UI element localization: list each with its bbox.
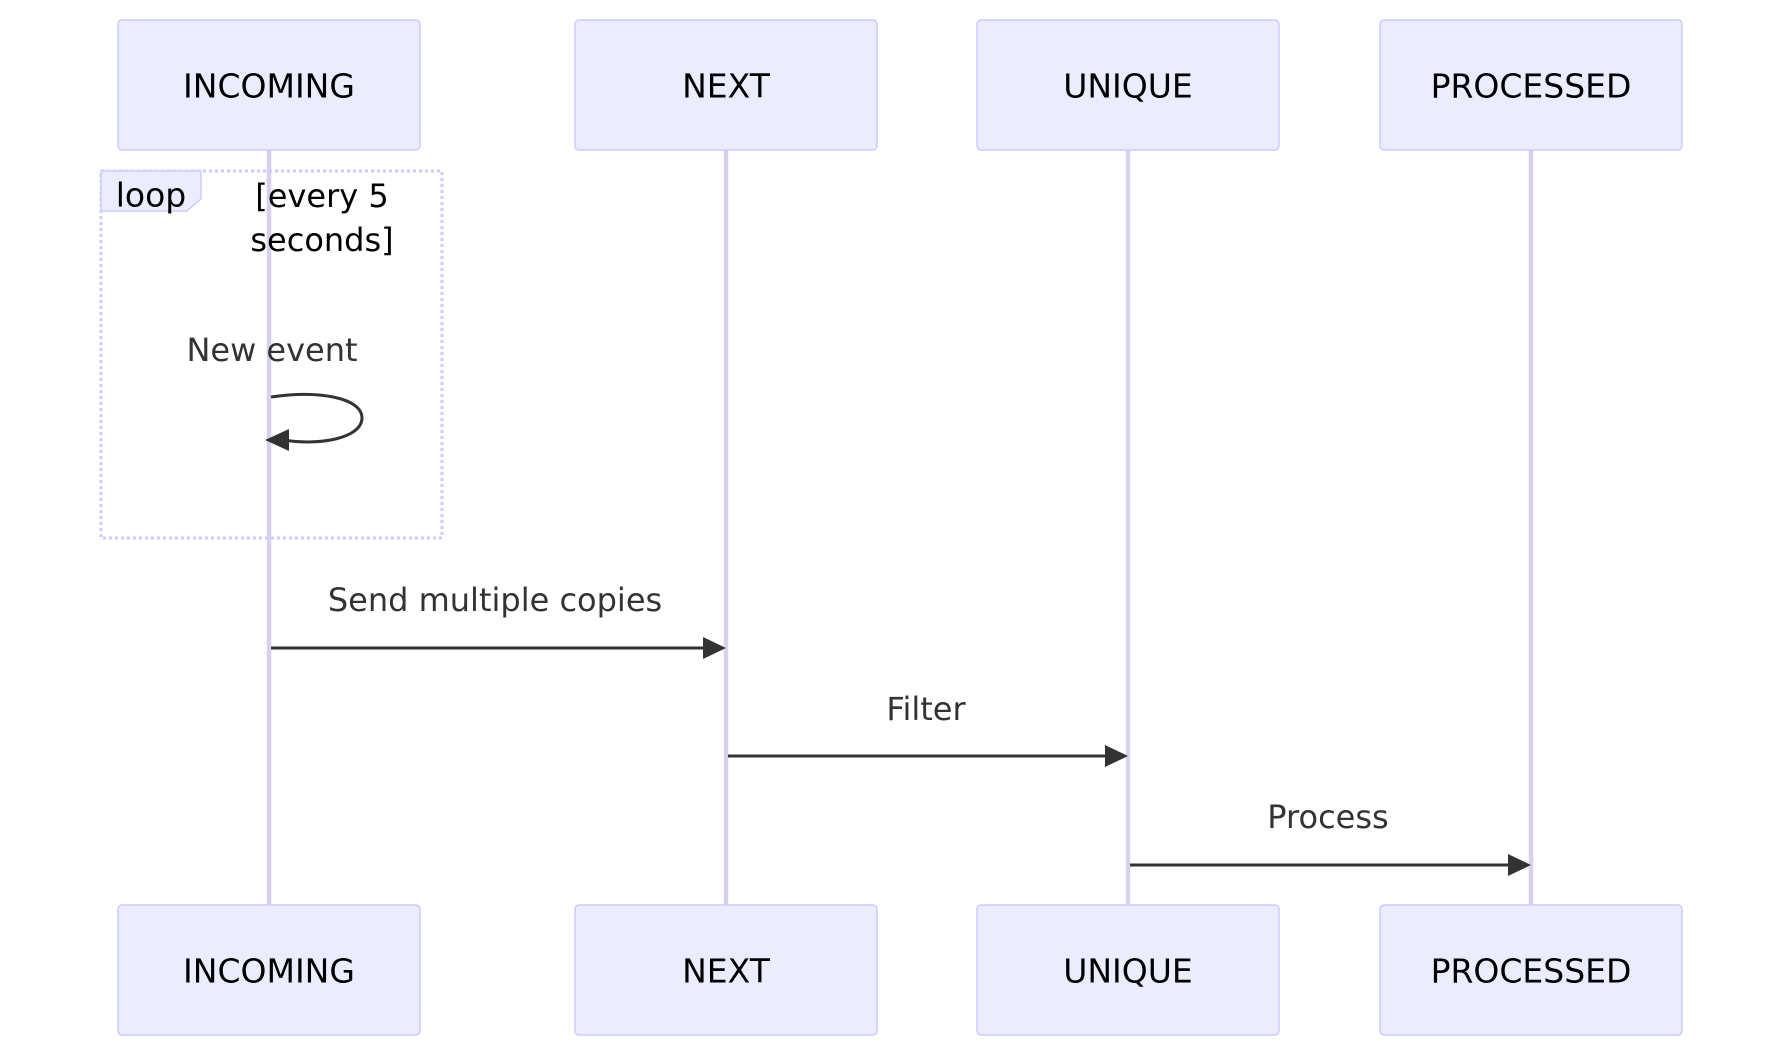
message-filter: Filter (728, 690, 1128, 767)
loop-condition-line1: [every 5 (255, 177, 388, 215)
actor-bottom-incoming-label: INCOMING (183, 952, 355, 991)
actor-bottom-next-label: NEXT (682, 952, 771, 991)
message-new-event-label: New event (186, 331, 357, 369)
message-send-multiple-copies: Send multiple copies (271, 581, 726, 659)
actor-top-processed-label: PROCESSED (1431, 67, 1632, 106)
actor-bottom-unique-label: UNIQUE (1063, 952, 1193, 991)
actor-bottom-unique: UNIQUE (976, 904, 1280, 1036)
actor-top-incoming: INCOMING (117, 19, 421, 151)
message-new-event: New event (186, 331, 364, 451)
message-filter-arrowhead (1105, 745, 1128, 767)
actor-bottom-next: NEXT (574, 904, 878, 1036)
actor-top-unique-label: UNIQUE (1063, 67, 1193, 106)
actor-top-incoming-label: INCOMING (183, 67, 355, 106)
message-new-event-loop (270, 393, 364, 444)
actor-top-unique: UNIQUE (976, 19, 1280, 151)
loop-frame (99, 169, 444, 540)
actor-bottom-processed-label: PROCESSED (1431, 952, 1632, 991)
actor-top-next-label: NEXT (682, 67, 771, 106)
actor-bottom-incoming: INCOMING (117, 904, 421, 1036)
message-send-multiple-copies-arrowhead (703, 637, 726, 659)
message-filter-label: Filter (886, 690, 966, 728)
loop-block: loop [every 5 seconds] (99, 169, 444, 540)
message-send-multiple-copies-label: Send multiple copies (328, 581, 662, 619)
loop-tab (100, 170, 202, 212)
loop-condition-line2: seconds] (250, 221, 393, 259)
actor-top-next: NEXT (574, 19, 878, 151)
actor-top-processed: PROCESSED (1379, 19, 1683, 151)
loop-keyword: loop (116, 176, 187, 215)
message-new-event-arrowhead (265, 429, 289, 451)
message-process-arrowhead (1508, 854, 1531, 876)
message-process: Process (1130, 798, 1531, 876)
message-process-label: Process (1267, 798, 1388, 836)
actor-bottom-processed: PROCESSED (1379, 904, 1683, 1036)
